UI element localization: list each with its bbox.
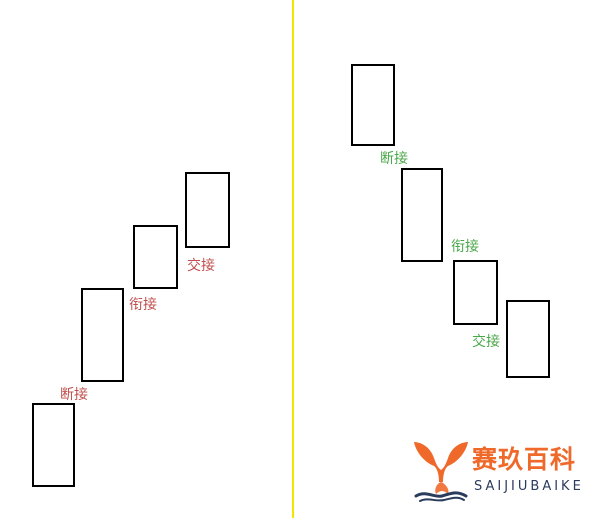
left-box-4 — [185, 172, 230, 248]
left-box-2 — [81, 288, 124, 382]
left-label-break: 断接 — [60, 387, 88, 403]
logo-name: 赛玖百科 — [472, 445, 577, 474]
left-box-1 — [32, 403, 75, 487]
left-label-cross: 交接 — [187, 258, 215, 274]
left-label-connect: 衔接 — [129, 297, 157, 313]
left-box-3 — [133, 225, 178, 289]
right-box-3 — [453, 260, 498, 325]
center-divider — [292, 0, 294, 518]
right-box-2 — [401, 168, 443, 262]
right-label-break: 断接 — [380, 151, 408, 167]
logo-subtitle: SAIJIUBAIKE — [474, 479, 584, 494]
right-label-cross: 交接 — [472, 334, 500, 350]
watermark-logo: 赛玖百科 SAIJIUBAIKE — [410, 438, 590, 508]
right-label-connect: 衔接 — [451, 239, 479, 255]
whale-tail-icon — [414, 442, 468, 502]
right-box-1 — [351, 64, 395, 146]
right-box-4 — [506, 300, 550, 378]
